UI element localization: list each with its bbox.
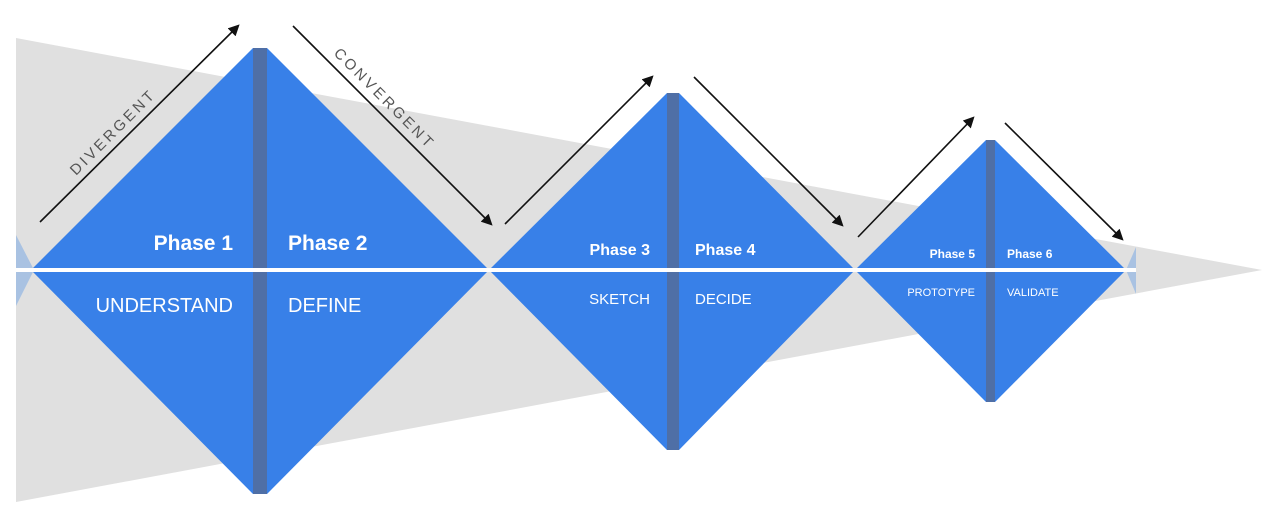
convergent-arrow-1 (292, 25, 493, 226)
phase-5-title: Phase 5 (930, 247, 976, 261)
phase-4-stage: DECIDE (695, 291, 752, 308)
divergent-arrow-3 (857, 116, 975, 238)
phase-6-title: Phase 6 (1007, 247, 1053, 261)
phase-5-stage: PROTOTYPE (907, 287, 975, 299)
divergent-arrow-2 (504, 75, 654, 225)
convergent-arrow-2 (693, 76, 844, 227)
phase-2-title: Phase 2 (288, 232, 367, 255)
horizontal-divider (16, 268, 1136, 272)
phase-1-stage: UNDERSTAND (96, 295, 233, 317)
phase-2-stage: DEFINE (288, 295, 361, 317)
divergent-arrow-1 (39, 24, 240, 223)
phase-1-title: Phase 1 (154, 232, 234, 255)
phase-4-title: Phase 4 (695, 242, 756, 259)
convergent-arrow-3 (1004, 122, 1124, 241)
phase-3-title: Phase 3 (590, 242, 651, 259)
phase-6-stage: VALIDATE (1007, 287, 1059, 299)
phase-3-stage: SKETCH (589, 291, 650, 308)
